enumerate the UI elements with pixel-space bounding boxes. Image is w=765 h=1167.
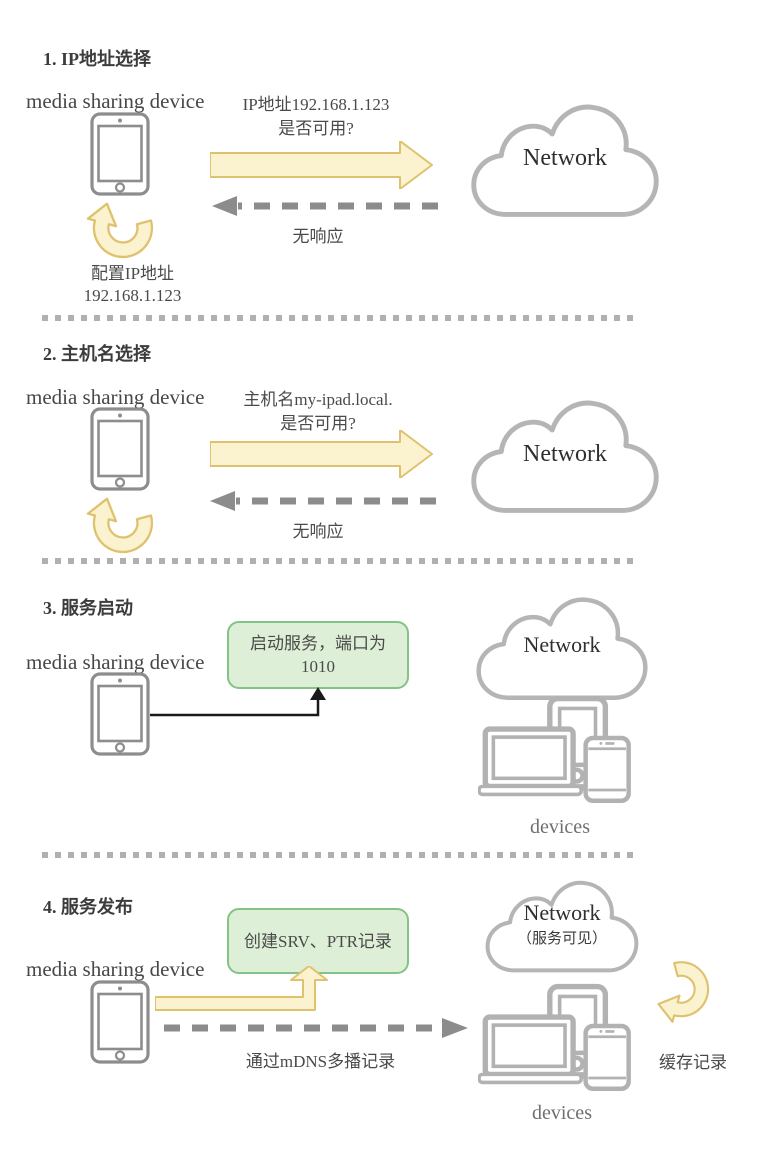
section-1-device-label: media sharing device: [26, 89, 205, 113]
section-2-request-line2: 是否可用?: [280, 414, 356, 433]
network-cloud: Network （服务可见）: [464, 876, 660, 976]
network-cloud: Network: [462, 592, 662, 704]
service-start-note: 启动服务，端口为 1010: [227, 621, 409, 689]
network-label: Network: [523, 441, 607, 467]
section-2-device-label: media sharing device: [26, 385, 205, 409]
section-1-loop-label-line1: 配置IP地址: [90, 264, 175, 283]
network-label: Network: [523, 145, 607, 171]
tablet-icon: [90, 980, 150, 1064]
request-arrow-icon: [210, 430, 434, 478]
section-1-request-line2: 是否可用?: [278, 119, 354, 138]
multicast-label: 通过mDNS多播记录: [245, 1052, 396, 1071]
cache-loop-icon: [656, 958, 710, 1024]
no-response-arrow-icon: [212, 196, 438, 216]
network-label: Network: [523, 632, 601, 657]
devices-label: devices: [532, 1102, 592, 1124]
section-separator: [42, 315, 640, 321]
section-1-request-line1: IP地址192.168.1.123: [242, 95, 390, 114]
devices-label: devices: [530, 816, 590, 838]
create-records-note: 创建SRV、PTR记录: [227, 908, 409, 974]
no-response-arrow-icon: [210, 491, 436, 511]
note-line1: 启动服务，端口为: [250, 634, 386, 653]
tablet-icon: [90, 672, 150, 756]
request-arrow-icon: [210, 141, 434, 189]
network-cloud: Network: [462, 98, 668, 222]
network-sublabel: （服务可见）: [516, 931, 607, 947]
section-2-request-line1: 主机名my-ipad.local.: [243, 390, 393, 409]
tablet-icon: [90, 407, 150, 491]
network-cloud: Network: [462, 394, 668, 518]
network-label: Network: [523, 900, 601, 925]
section-separator: [42, 852, 640, 858]
tablet-icon: [90, 112, 150, 196]
section-3-device-label: media sharing device: [26, 650, 205, 674]
publish-arrow-icon: [155, 966, 328, 1011]
devices-cluster-icon: [478, 695, 644, 807]
retry-loop-icon: [84, 496, 158, 554]
cache-label: 缓存记录: [659, 1053, 727, 1072]
devices-cluster-icon: [478, 983, 644, 1095]
section-4-title: 4. 服务发布: [43, 897, 133, 917]
multicast-arrow-icon: [164, 1018, 468, 1038]
section-2-title: 2. 主机名选择: [43, 344, 151, 364]
cloud-icon: [464, 876, 660, 976]
section-1-response-label: 无响应: [292, 227, 344, 246]
note-line2: 1010: [301, 657, 335, 676]
section-1-title: 1. IP地址选择: [43, 49, 151, 69]
start-service-arrow-icon: [150, 687, 326, 717]
section-1-loop-label-line2: 192.168.1.123: [83, 286, 182, 305]
section-2-response-label: 无响应: [292, 522, 344, 541]
section-4-device-label: media sharing device: [26, 957, 205, 981]
section-separator: [42, 558, 640, 564]
note-line1: 创建SRV、PTR记录: [244, 931, 392, 951]
retry-loop-icon: [84, 201, 158, 259]
section-3-title: 3. 服务启动: [43, 598, 133, 618]
